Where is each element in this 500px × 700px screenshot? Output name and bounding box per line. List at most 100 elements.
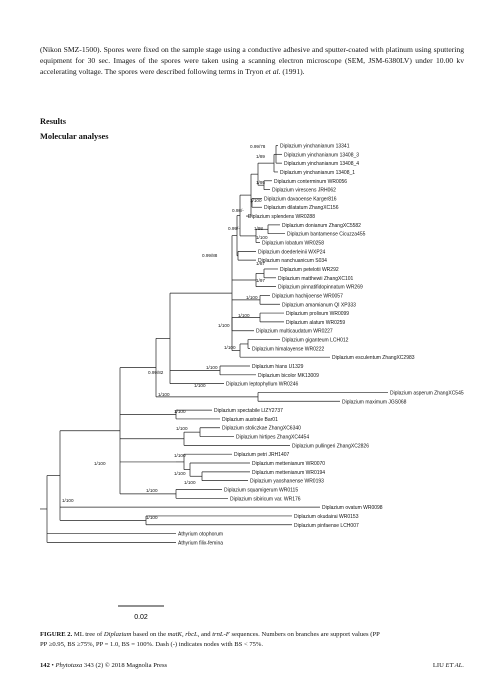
support-value: 1/100: [224, 345, 236, 350]
taxon-label: Diplazium yinchanianum 13408_1: [280, 170, 355, 176]
footer-authors: LIU ET AL.: [433, 662, 464, 669]
taxon-label: Diplazium pullingeri ZhangXC2826: [292, 443, 369, 449]
support-value: 1/100: [174, 471, 186, 476]
taxon-label: Diplazium alatum WR0259: [286, 320, 345, 326]
author-etal: ET AL.: [445, 662, 464, 669]
taxon-label: Diplazium multicaudatum WR0227: [256, 329, 333, 335]
caption-label: FIGURE 2.: [40, 631, 73, 638]
body-paragraph-text: (Nikon SMZ-1500). Spores were fixed on t…: [40, 45, 464, 77]
support-value: 1/100: [94, 461, 106, 466]
support-value: 1/100: [250, 198, 262, 203]
taxon-label: Diplazium okudairai WR0153: [294, 514, 359, 520]
taxon-label: Diplazium conterminum WR0056: [274, 179, 347, 185]
support-value: 1/97: [256, 278, 265, 283]
taxon-label: Diplazium australe Bar01: [222, 417, 278, 423]
taxon-label: Diplazium bantamense Cicuzza455: [287, 232, 366, 238]
scale-bar: 0.02: [118, 605, 164, 621]
taxon-label: Diplazium hachijoense WR0057: [272, 293, 343, 299]
support-value: 0.99/88: [202, 253, 218, 258]
taxon-label: Diplazium amamianum QI XP333: [282, 302, 356, 308]
support-value: 1/100: [158, 392, 170, 397]
support-value: 1/100: [174, 409, 186, 414]
taxon-label: Diplazium matthewii ZhangXC101: [278, 276, 354, 282]
support-value: 1/100: [146, 488, 158, 493]
support-value: 1/100: [146, 515, 158, 520]
taxon-label: Diplazium stoliczkae ZhangXC6340: [222, 426, 301, 432]
taxon-label: Diplazium esculentum ZhangXC2983: [332, 355, 415, 361]
caption-gene-3: trnL-F: [212, 631, 230, 638]
taxon-label: Diplazium hirtipes ZhangXC4454: [236, 435, 309, 441]
taxon-label: Diplazium squamigerum WR0115: [224, 487, 298, 493]
taxon-label: Diplazium doederleinii WXP24: [258, 249, 325, 255]
taxon-label: Athyrium filix-femina: [178, 540, 223, 546]
support-value: 0.99/78: [250, 144, 266, 149]
taxon-label: Diplazium spectabile LIZY2737: [214, 408, 283, 414]
body-paragraph-etal: et al.: [265, 67, 281, 77]
taxon-label: Diplazium nanchuanicum S034: [258, 258, 327, 264]
page-number: 142: [40, 662, 50, 669]
support-value: 1/100: [184, 480, 196, 485]
taxon-label: Diplazium prolixum WR0099: [286, 311, 349, 317]
caption-line-2: PP ≥0.95, BS ≥75%, PP = 1.0, BS = 100%. …: [40, 641, 264, 648]
journal-name: Phytotaxa: [55, 662, 83, 669]
support-value: 0.99/82: [148, 370, 164, 375]
taxon-label: Diplazium splendens WR0288: [248, 214, 315, 220]
taxon-label: Diplazium himalayense WR0222: [252, 346, 324, 352]
taxon-label: Diplazium lobatum WR0258: [262, 241, 324, 247]
support-value: 1/100: [256, 235, 268, 240]
caption-text-2: based on the: [133, 631, 166, 638]
support-value: 1/98: [254, 226, 263, 231]
taxon-label: Diplazium maximum JGS068: [342, 399, 407, 405]
support-value: 1/100: [62, 498, 74, 503]
support-value: 1/100: [218, 323, 230, 328]
subsection-heading-molecular: Molecular analyses: [40, 132, 109, 141]
taxon-label: Diplazium pinfaense LCH007: [294, 523, 359, 529]
taxon-label: Diplazium yinchanianum 13341: [280, 144, 350, 150]
taxon-label: Diplazium yaoshanense WR0193: [250, 479, 324, 485]
taxon-label: Diplazium giganteum LCH012: [282, 338, 349, 344]
support-value: 1/87: [256, 261, 265, 266]
tree-support-values: 0.99/78 1/89 1/95 1/100 0.98/- 1/98 0.99/- 1/10…: [62, 144, 268, 520]
taxon-label: Diplazium dilatatum ZhangXC156: [264, 205, 339, 211]
caption-genes: matK, rbcL,: [167, 631, 200, 638]
caption-text-3: and: [201, 631, 211, 638]
support-value: 1/100: [174, 453, 186, 458]
caption-text-1: ML tree of: [73, 631, 103, 638]
taxon-label: Diplazium yinchanianum 13408_4: [284, 161, 359, 167]
taxon-label: Diplazium donianum ZhangXC5582: [282, 223, 361, 229]
taxon-label: Diplazium petelotii WR292: [280, 267, 339, 273]
body-paragraph-end: (1991).: [282, 67, 305, 77]
taxon-label: Diplazium leptophyllum WR0246: [226, 382, 298, 388]
taxon-label: Diplazium bicolor MK13009: [258, 373, 319, 379]
support-value: 1/89: [256, 154, 265, 159]
support-value: 1/100: [206, 365, 218, 370]
support-value: 0.99/-: [228, 226, 240, 231]
taxon-label: Diplazium yinchanianum 13408_3: [284, 152, 359, 158]
figure-caption: FIGURE 2. ML tree of Diplazium based on …: [40, 630, 464, 650]
support-value: 1/95: [256, 180, 265, 185]
section-heading-results: Results: [40, 117, 67, 126]
taxon-label: Diplazium davaoense Karger816: [264, 196, 337, 202]
author-name: LIU: [432, 662, 444, 669]
taxon-label: Athyrium otophorum: [178, 532, 223, 538]
taxon-label: Diplazium sibiricum var. WR176: [230, 496, 301, 502]
footer-bullet: •: [51, 662, 54, 669]
taxon-label: Diplazium petri JRH1407: [234, 452, 290, 458]
scale-bar-label: 0.02: [134, 614, 148, 621]
taxon-label: Diplazium virescens JRH062: [272, 188, 336, 194]
footer-left: 142 • Phytotaxa 343 (2) © 2018 Magnolia …: [40, 662, 167, 669]
journal-volume: 343 (2) © 2018 Magnolia Press: [83, 662, 168, 669]
support-value: 1/100: [176, 426, 188, 431]
taxon-label: Diplazium hians U1329: [252, 364, 304, 370]
taxon-label: Diplazium asperum ZhangXC545: [390, 390, 464, 396]
taxon-label: Diplazium pinnatifidopinnatum WR269: [278, 285, 363, 291]
support-value: 0.98/-: [232, 208, 244, 213]
taxon-label: Diplazium mettenianum WR0194: [252, 470, 325, 476]
support-value: 1/100: [238, 313, 250, 318]
support-value: 1/100: [194, 383, 206, 388]
tree-branches: [40, 145, 388, 543]
caption-genus: Diplazium: [103, 631, 132, 638]
taxon-label: Diplazium mettenianum WR0070: [252, 461, 325, 467]
